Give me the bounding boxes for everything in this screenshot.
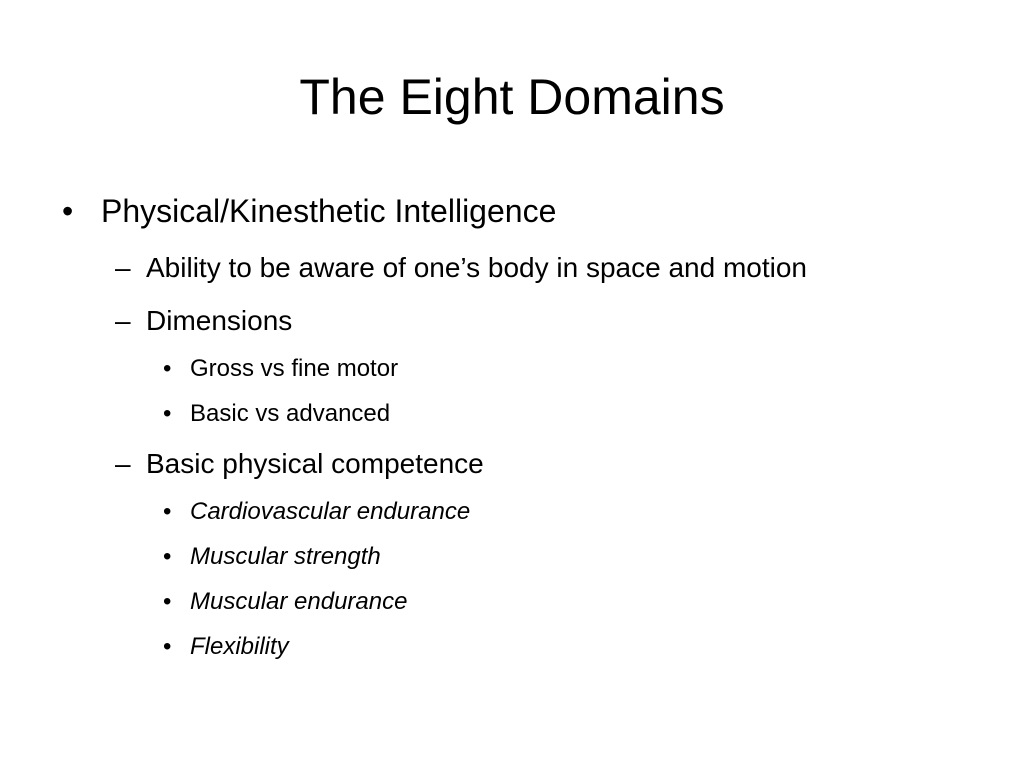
level3-text-muscular-strength: Muscular strength (190, 543, 381, 570)
level2-text-ability: Ability to be aware of one’s body in spa… (146, 252, 808, 283)
level3-bullet: • (163, 633, 172, 660)
level3-text-gross-fine: Gross vs fine motor (190, 355, 399, 382)
level3-text-muscular-endurance: Muscular endurance (190, 588, 408, 615)
level3-bullet: • (163, 498, 172, 525)
level2-text-dimensions: Dimensions (146, 305, 293, 336)
level2-dash: – (115, 305, 131, 336)
level3-text-cardiovascular: Cardiovascular endurance (190, 498, 471, 525)
level3-text-basic-advanced: Basic vs advanced (190, 400, 391, 427)
level3-text-flexibility: Flexibility (190, 633, 289, 660)
slide-title: The Eight Domains (299, 69, 725, 125)
level3-bullet: • (163, 400, 172, 427)
level3-bullet: • (163, 588, 172, 615)
level2-dash: – (115, 448, 131, 479)
level3-bullet: • (163, 543, 172, 570)
level1-bullet: • (62, 193, 74, 229)
level3-bullet: • (163, 355, 172, 382)
level1-text: Physical/Kinesthetic Intelligence (101, 193, 557, 229)
level2-dash: – (115, 252, 131, 283)
level2-text-competence: Basic physical competence (146, 448, 484, 479)
